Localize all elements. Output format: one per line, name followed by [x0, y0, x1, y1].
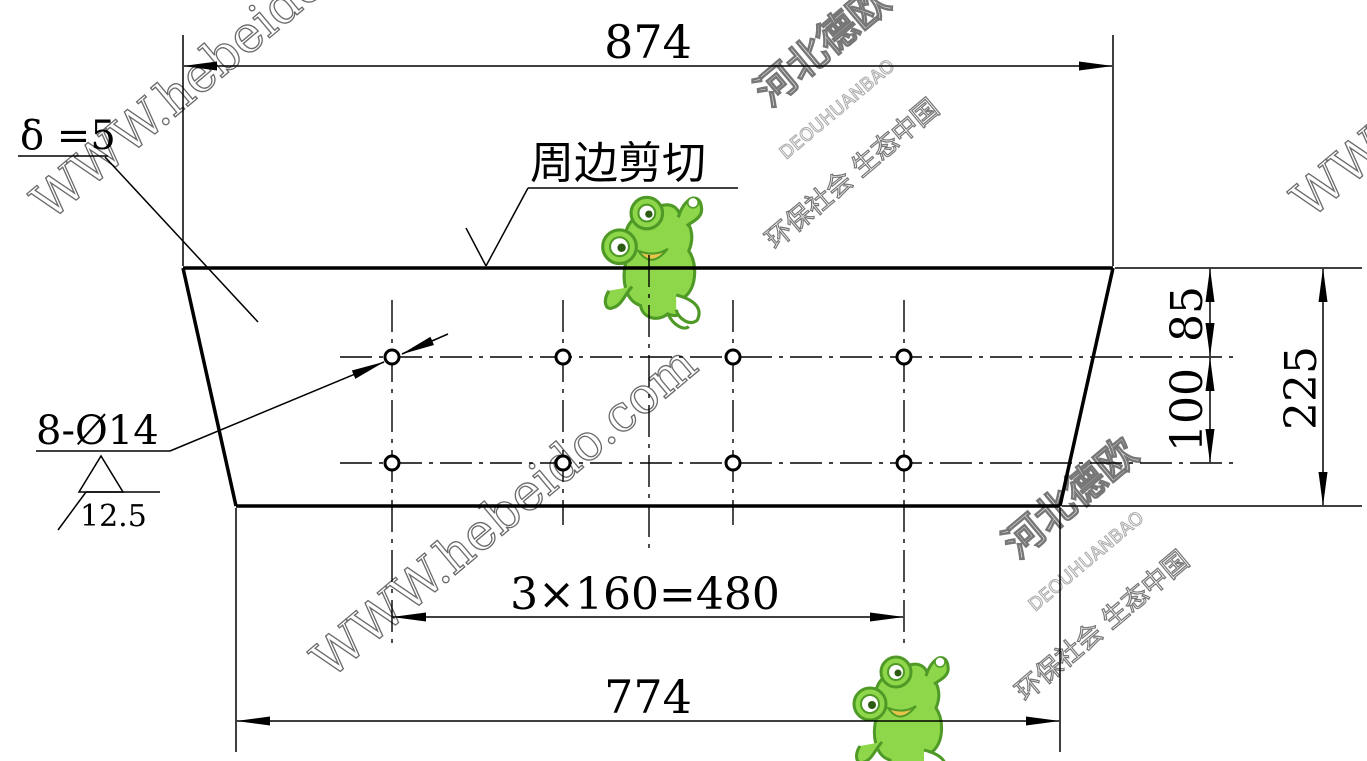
leader-line — [104, 156, 259, 323]
top-width-label: 874 — [604, 15, 692, 69]
frog-mascot-icon — [852, 655, 950, 761]
dimension-vertical — [1062, 267, 1362, 507]
upper-offset-label: 85 — [1162, 286, 1213, 342]
hole-callout-leader — [36, 333, 449, 531]
hole — [724, 454, 742, 472]
plate-left-edge — [181, 267, 238, 507]
hole-diameter-tick — [401, 333, 449, 355]
hole — [724, 348, 742, 366]
watermark-slogan-top: 环保社会 生态中国 — [760, 93, 945, 255]
leader-line — [169, 361, 385, 452]
dimension-top-width — [182, 35, 1114, 266]
hole — [895, 348, 913, 366]
roughness-triangle — [77, 454, 125, 493]
hole-spacing-label: 3×160=480 — [510, 569, 780, 620]
cut-note-leader — [465, 187, 738, 267]
hole-callout-label: 8-Ø14 — [36, 408, 159, 454]
hole — [895, 454, 913, 472]
roughness-leg — [57, 491, 87, 531]
thickness-leader — [18, 155, 259, 323]
cut-note-label: 周边剪切 — [530, 138, 706, 189]
watermark-company-top: 河北德欧 — [747, 0, 899, 116]
plate-outline — [181, 266, 1115, 508]
leader-tick — [465, 227, 487, 267]
bottom-width-label: 774 — [604, 670, 692, 724]
mounting-holes — [383, 348, 913, 472]
thickness-label: δ =5 — [20, 113, 116, 159]
hole — [554, 454, 572, 472]
hole — [383, 454, 401, 472]
watermark-slogan-bottom: 环保社会 生态中国 — [1010, 545, 1195, 707]
frog-mascot-icon — [601, 195, 704, 330]
hole — [383, 348, 401, 366]
dimension-bottom-width — [235, 508, 1061, 752]
center-lines — [340, 255, 1240, 650]
watermark-url-right: WWW — [1280, 85, 1367, 229]
row-gap-label: 100 — [1162, 368, 1213, 452]
plate-right-edge — [1058, 267, 1115, 507]
total-height-label: 225 — [1276, 346, 1327, 430]
leader-line — [485, 187, 529, 267]
hole — [554, 348, 572, 366]
roughness-label: 12.5 — [80, 499, 147, 534]
watermark-url-center: WWW.hebeido.com — [300, 334, 708, 689]
